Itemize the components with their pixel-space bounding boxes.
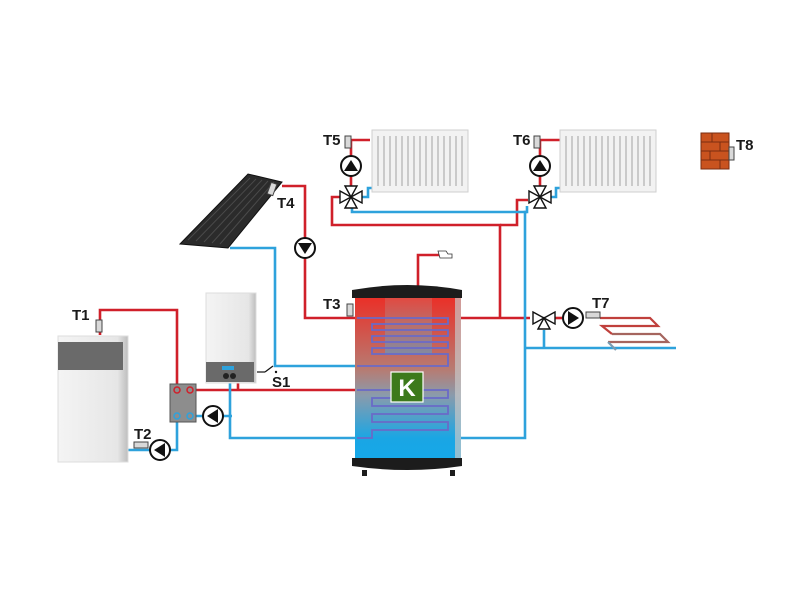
buffer-tank-icon: K bbox=[352, 285, 462, 476]
pump-boiler-icon bbox=[149, 439, 171, 461]
sensor-t1-icon bbox=[95, 319, 103, 333]
mixing-valve-floor-icon bbox=[532, 310, 556, 330]
sensor-t8-icon bbox=[728, 146, 735, 161]
label-t1: T1 bbox=[72, 307, 90, 324]
sensor-t6-icon bbox=[533, 135, 541, 149]
radiator-2-icon bbox=[559, 129, 657, 193]
pump-floor-icon bbox=[562, 307, 584, 329]
upper-coil bbox=[357, 317, 449, 367]
sensor-t2-icon bbox=[133, 441, 149, 449]
solar-collector-icon bbox=[178, 173, 283, 249]
label-t2: T2 bbox=[134, 426, 152, 443]
heat-exchanger-icon bbox=[169, 383, 197, 423]
switch-s1-icon bbox=[257, 365, 278, 374]
tank-logo: K bbox=[398, 375, 416, 402]
sensor-t7-icon bbox=[585, 311, 601, 319]
label-t6: T6 bbox=[513, 132, 531, 149]
label-t7: T7 bbox=[592, 295, 610, 312]
pipe-heating-riser bbox=[330, 195, 502, 318]
pipe-rad1-out bbox=[362, 186, 372, 199]
pump-solar-icon bbox=[294, 237, 316, 259]
pipe-dhw bbox=[416, 253, 440, 290]
label-t8: T8 bbox=[736, 137, 754, 154]
pump-rad1-icon bbox=[340, 155, 362, 177]
pump-hx-icon bbox=[202, 405, 224, 427]
sensor-t3-icon bbox=[346, 303, 354, 317]
mixing-valve-1-icon bbox=[339, 185, 363, 209]
label-t5: T5 bbox=[323, 132, 341, 149]
floor-heating-icon bbox=[598, 316, 671, 351]
label-t4: T4 bbox=[277, 195, 295, 212]
label-t3: T3 bbox=[323, 296, 341, 313]
wall-gas-boiler-icon bbox=[205, 292, 257, 384]
sensor-t5-icon bbox=[344, 135, 352, 149]
pipe-boiler-return bbox=[128, 418, 179, 452]
label-s1: S1 bbox=[272, 374, 290, 391]
hot-water-tap-icon bbox=[437, 250, 453, 259]
pipe-rad1-return bbox=[350, 206, 527, 214]
pipe-tank-bottom-return bbox=[228, 378, 357, 440]
sensor-t4-icon bbox=[266, 181, 278, 197]
pump-rad2-icon bbox=[529, 155, 551, 177]
mixing-valve-2-icon bbox=[528, 185, 552, 209]
pipe-heating-return bbox=[460, 206, 529, 440]
brick-wall-icon bbox=[700, 132, 730, 170]
solid-fuel-boiler-icon bbox=[57, 335, 129, 463]
pipe-solar-return bbox=[230, 246, 357, 368]
pipe-rad2-out bbox=[550, 186, 560, 199]
lower-coil bbox=[357, 389, 449, 439]
radiator-1-icon bbox=[371, 129, 469, 193]
